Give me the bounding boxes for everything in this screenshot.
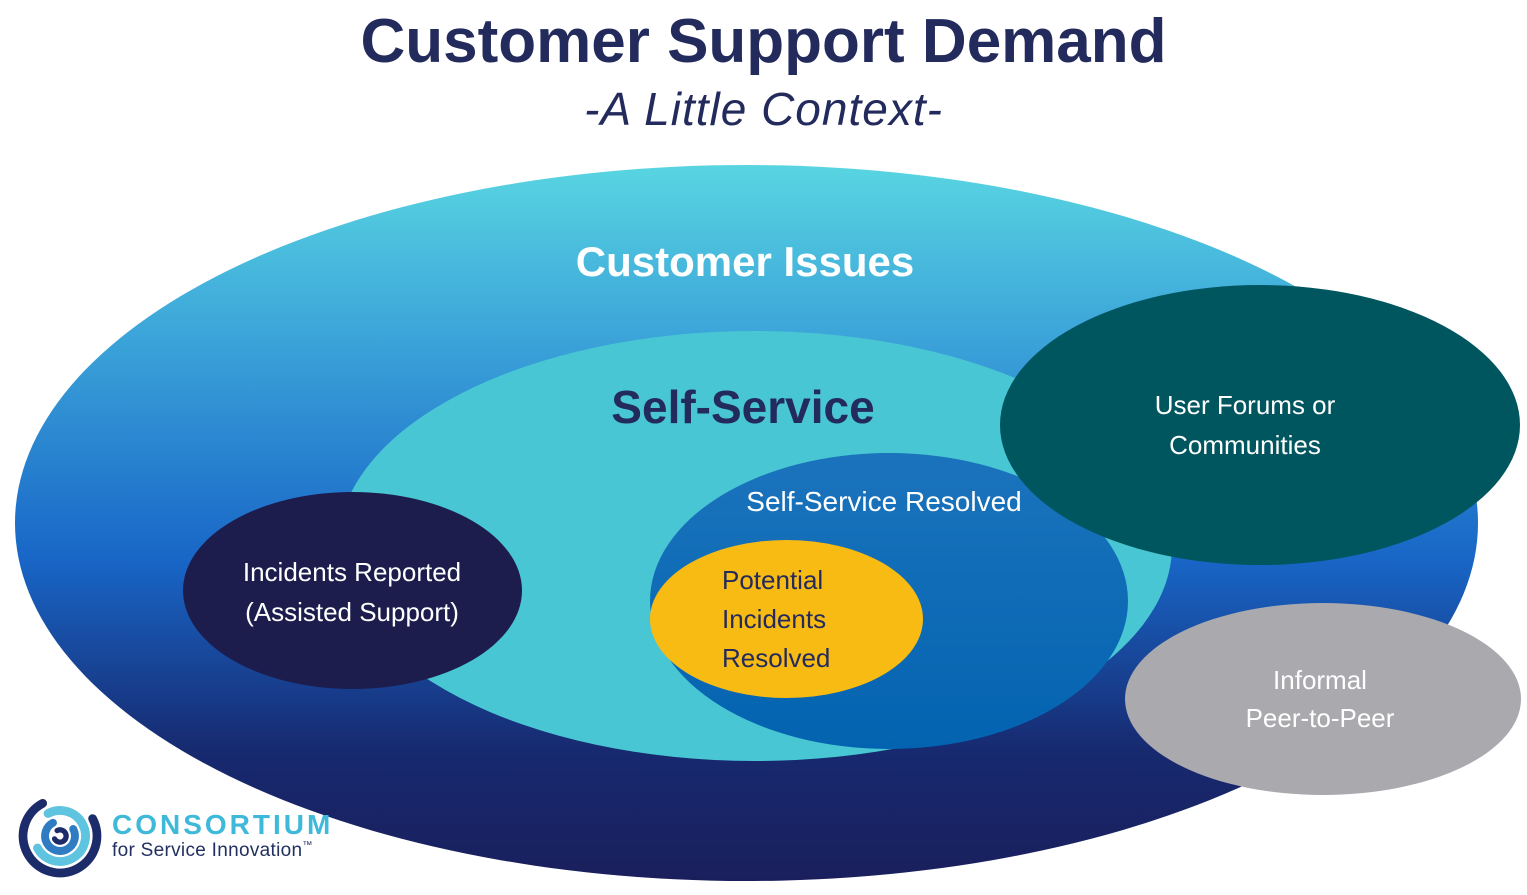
label-line: Informal [1273, 665, 1367, 695]
consortium-logo: CONSORTIUM for Service Innovation™ [16, 792, 333, 880]
label-line: Incidents [722, 604, 827, 634]
label-potential-incidents-resolved: Potential Incidents Resolved [722, 561, 830, 678]
label-incidents-reported: Incidents Reported (Assisted Support) [243, 552, 461, 632]
label-customer-issues: Customer Issues [575, 238, 915, 285]
ellipse-incidents-reported [183, 492, 522, 689]
label-self-service-resolved: Self-Service Resolved [746, 486, 1022, 517]
logo-tagline: for Service Innovation™ [112, 840, 333, 862]
logo-text: CONSORTIUM for Service Innovation™ [112, 810, 333, 862]
label-line: (Assisted Support) [245, 597, 459, 627]
logo-trademark: ™ [302, 840, 313, 851]
label-line: User Forums or [1154, 390, 1336, 420]
ellipse-informal-peer-to-peer [1125, 603, 1521, 795]
label-informal-peer-to-peer: Informal Peer-to-Peer [1246, 661, 1395, 737]
page-subtitle: -A Little Context- [584, 83, 943, 135]
label-line: Potential [722, 565, 824, 595]
label-self-service: Self-Service [611, 381, 875, 433]
logo-tagline-text: for Service Innovation [112, 840, 303, 861]
page-title: Customer Support Demand [360, 7, 1167, 76]
label-line: Peer-to-Peer [1245, 703, 1395, 733]
label-line: Incidents Reported [242, 557, 462, 587]
spiral-galaxy-icon [18, 798, 102, 878]
ellipse-user-forums [1000, 285, 1520, 565]
label-user-forums: User Forums or Communities [1155, 385, 1336, 465]
ellipse-potential-incidents-resolved [650, 540, 923, 698]
label-line: Resolved [722, 643, 831, 673]
label-line: Communities [1169, 430, 1321, 460]
logo-wordmark: CONSORTIUM [112, 809, 334, 840]
